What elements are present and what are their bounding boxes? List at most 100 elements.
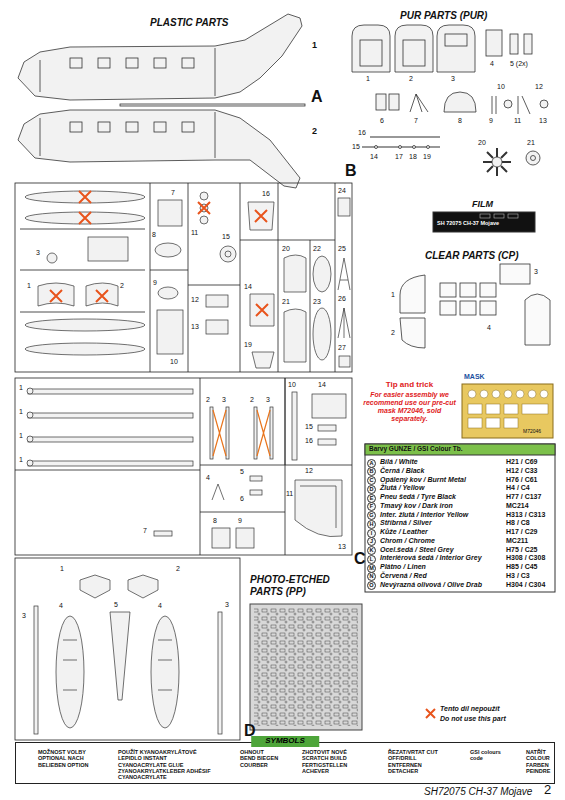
colour-key-circle: A (367, 459, 376, 468)
callout-number: 11 (286, 490, 293, 498)
callout-number: 2 (250, 396, 254, 404)
callout-number: 12 (191, 296, 199, 304)
callout-number: 9 (489, 117, 493, 125)
callout-number: 13 (338, 543, 346, 551)
colour-letter: K (368, 547, 375, 554)
symbols-band: SYMBOLSMOŽNOST VOLBY OPTIONAL NACH BELIE… (15, 742, 555, 784)
callout-number: 4 (158, 602, 162, 610)
table-heading: Barvy GUNZE / GSI Colour Tb. (369, 445, 463, 452)
colour-key-circle: B (367, 467, 376, 476)
callout-number: 19 (244, 341, 252, 349)
colour-code: H17 / C29 (506, 528, 538, 536)
callout-number: 5 (240, 468, 244, 476)
colour-letter: C (368, 477, 375, 484)
colour-letter: N (368, 573, 375, 580)
callout-number: 1 (366, 75, 370, 83)
symbol-text: NATŘÍT COLOUR FARBEN PEINDRE (526, 749, 556, 774)
callout-number: 9 (238, 517, 242, 525)
colour-code: H85 / C45 (506, 563, 538, 571)
callout-number: 2 (176, 565, 180, 573)
callout-number: 1 (60, 565, 64, 573)
callout-number: 8 (152, 231, 156, 239)
colour-code: H77 / C137 (506, 493, 541, 501)
callout-number: 14 (244, 283, 252, 291)
callout-number: 6 (380, 117, 384, 125)
colour-key-circle: E (367, 494, 376, 503)
sprue-letter: C (354, 550, 366, 568)
colour-name: Bílá / White (380, 458, 418, 466)
symbol-box: NATŘÍT COLOUR FARBEN PEINDRE (526, 749, 556, 774)
callout-number: 4 (59, 602, 63, 610)
callout-number: 3 (451, 75, 455, 83)
symbol-text: ZHOTOVIT NOVÉ SCRATCH BUILD FERTIGSTELLE… (302, 749, 368, 774)
callout-number: 20 (478, 139, 486, 147)
colour-name: Interiérová šedá / Interior Grey (380, 554, 482, 562)
callout-number: 27 (338, 344, 346, 352)
colour-key-circle: H (367, 520, 376, 529)
callout-number: 8 (213, 517, 217, 525)
callout-number: 5 (114, 601, 118, 609)
colour-name: Opálený kov / Burnt Metal (380, 476, 466, 484)
colour-name: Pneu šedá / Tyre Black (380, 493, 456, 501)
colour-name: Chrom / Chrome (380, 537, 435, 545)
callout-number: 23 (313, 298, 321, 306)
callout-number: 11 (191, 229, 198, 237)
colour-letter: F (368, 503, 375, 510)
callout-number: 1 (19, 456, 23, 464)
callout-number: 4 (490, 60, 494, 68)
colour-code: MC211 (506, 537, 528, 545)
sprue-letter: A (311, 88, 323, 106)
mask-code: M72046 (523, 429, 541, 435)
callout-number: 3 (225, 601, 229, 609)
colour-letter: E (368, 495, 375, 502)
colour-name: Černá / Black (380, 467, 424, 475)
callout-number: 14 (318, 381, 326, 389)
colour-letter: L (368, 556, 375, 563)
callout-number: 4 (487, 324, 491, 332)
colour-letter: D (368, 486, 375, 493)
colour-letter: J (368, 538, 375, 545)
callout-number: 13 (539, 117, 547, 125)
film-print: SH 72075 CH-37 Mojave (437, 220, 499, 226)
section-heading: PHOTO-ETCHED PARTS (PP) (250, 574, 362, 597)
tip-text: For easier assembly we recommend use our… (362, 391, 457, 423)
colour-code: H21 / C69 (506, 458, 538, 466)
colour-code: H75 / C25 (506, 546, 538, 554)
symbol-text: GSI colours code (470, 749, 510, 762)
callout-number: 7 (414, 117, 418, 125)
colour-name: Tmavý kov / Dark iron (380, 502, 453, 510)
colour-key-circle: K (367, 546, 376, 555)
colour-name: Inter. žlutá / Interior Yellow (380, 511, 468, 519)
colour-letter: H (368, 521, 375, 528)
callout-number: 5 (2x) (510, 60, 528, 68)
colour-key-circle: F (367, 502, 376, 511)
callout-number: 3 (22, 612, 26, 620)
callout-number: 15 (222, 233, 230, 241)
colour-key-circle: D (367, 485, 376, 494)
callout-number: 2 (120, 282, 124, 290)
callout-number: 8 (458, 117, 462, 125)
colour-code: H313 / C313 (506, 511, 545, 519)
callout-number: 17 (395, 153, 403, 161)
colour-key-circle: L (367, 555, 376, 564)
callout-number: 22 (313, 245, 321, 253)
page-number: 2 (544, 783, 551, 798)
colour-code: MC214 (506, 502, 529, 510)
callout-number: 3 (534, 268, 538, 276)
callout-number: 11 (514, 117, 521, 125)
band-heading: SYMBOLS (251, 736, 319, 747)
sprue-letter: B (345, 162, 357, 180)
callout-number: 12 (535, 83, 543, 91)
callout-number: 7 (171, 189, 175, 197)
callout-number: 1 (27, 282, 31, 290)
callout-number: 2 (206, 396, 210, 404)
callout-number: 26 (338, 295, 346, 303)
symbol-box: MOŽNOST VOLBY OPTIONAL NACH BELIEBEN OPT… (38, 749, 96, 768)
symbol-box: ŘEZAT/VRTAT CUT OFF/DRILL ENTFERNEN DETA… (388, 749, 450, 774)
colour-key-circle: O (367, 581, 376, 590)
tip-heading: Tip and trick (362, 380, 457, 389)
callout-number: 21 (527, 139, 535, 147)
colour-name: Kůže / Leather (380, 528, 428, 536)
colour-key-circle: C (367, 476, 376, 485)
